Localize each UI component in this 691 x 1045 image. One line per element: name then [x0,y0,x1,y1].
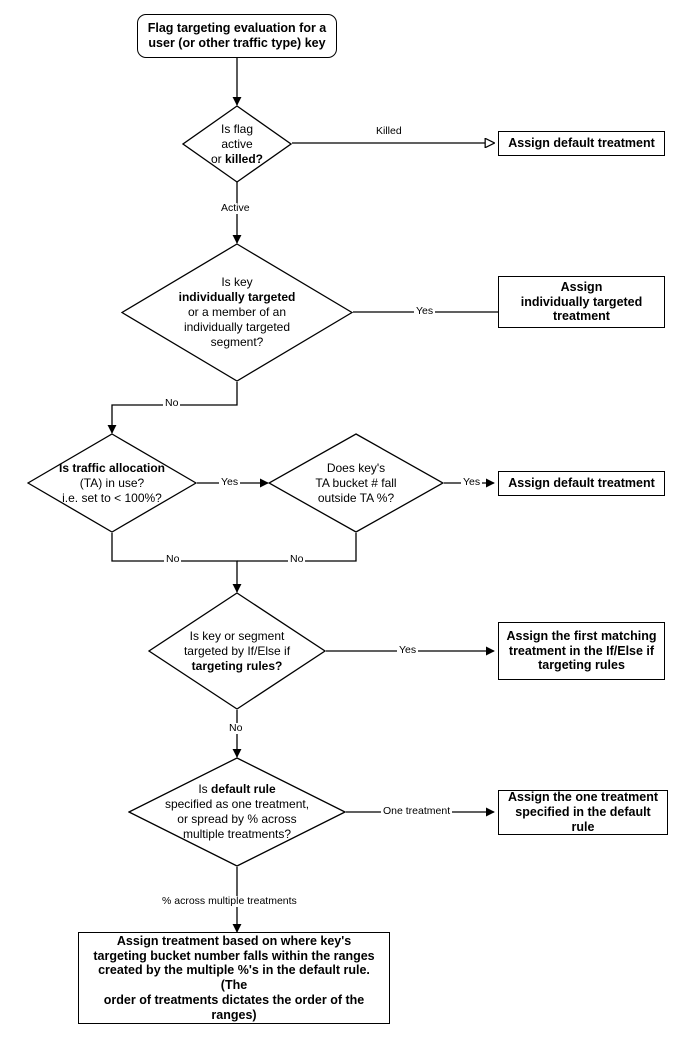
decision-label: Does key's TA bucket # fall outside TA %… [268,461,444,506]
edge-label-one-treatment: One treatment [381,805,453,817]
d3-line-2: (TA) in use? [79,475,145,490]
edge-label-yes-d4: Yes [461,476,483,488]
start-line-1: Flag targeting evaluation for a [147,21,327,36]
d5-line-1: Is key or segment [189,628,285,643]
p2-line-2: individually targeted [520,294,643,309]
process-assign-first-matching-treatment: Assign the first matching treatment in t… [498,622,665,680]
d2-line-1: Is key [221,275,253,289]
d1-line-1: Is flag [220,121,253,136]
d1-line-3: or killed? [188,152,286,167]
d4-line-1: Does key's [326,460,386,475]
process-assign-one-treatment-default-rule: Assign the one treatment specified in th… [498,790,668,835]
d2-line-2: individually targeted [178,290,296,304]
edge-label-yes-d5: Yes [397,644,419,656]
edge-label-no-d4: No [288,553,306,565]
d4-line-2: TA bucket # fall [315,475,397,490]
start-line-2: user (or other traffic type) key [148,36,326,50]
p6-line-3: created by the multiple %'s in the defau… [98,963,370,992]
d4-line-3: outside TA %? [317,490,395,505]
edge-label-no-d2: No [163,397,181,409]
decision-label: Is flag active or killed? [182,122,292,167]
decision-label: Is key or segment targeted by If/Else if… [148,629,326,674]
p4-line-3: targeting rules [538,658,625,673]
p6-line-1: Assign treatment based on where key's [116,933,352,948]
d2-line-4: individually targeted [183,320,291,334]
start-terminator: Flag targeting evaluation for a user (or… [137,14,337,58]
d6-line-2: specified as one treatment, [164,797,310,811]
decision-flag-active-or-killed: Is flag active or killed? [182,105,292,183]
edge-label-pct-across-multiple-treatments: % across multiple treatments [160,895,299,907]
p4-line-1: Assign the first matching [506,628,657,643]
diamond-shape [148,592,326,710]
decision-label: Is key individually targeted or a member… [121,275,353,350]
d1-line-3-prefix: or [210,151,225,166]
edge-label-yes-d3: Yes [219,476,241,488]
d3-line-1: Is traffic allocation [58,460,166,475]
d2-line-3: or a member of an [187,305,287,319]
d1-line-2: active [221,136,253,151]
edge-label-killed: Killed [374,125,404,137]
process-assign-individually-targeted-treatment: Assign individually targeted treatment [498,276,665,328]
edge-label-no-d5: No [227,722,245,734]
diamond-shape [182,105,292,183]
d5-line-2: targeted by If/Else if [183,643,291,658]
d6-line-3: or spread by % across [177,812,297,826]
p2-line-1: Assign [560,279,603,294]
p5-line-2: specified in the default rule [515,805,651,834]
d6-line-4: multiple treatments? [182,827,292,841]
decision-individually-targeted: Is key individually targeted or a member… [121,243,353,382]
diamond-shape [27,433,197,533]
d5-line-3: targeting rules? [191,658,283,673]
decision-label: Is traffic allocation (TA) in use? i.e. … [27,461,197,506]
p1-line-1: Assign default treatment [508,136,655,151]
decision-targeting-rules: Is key or segment targeted by If/Else if… [148,592,326,710]
p4-line-2: treatment in the If/Else if [508,643,655,658]
d6-line-1-bold: default rule [210,782,276,796]
process-assign-default-treatment-ta: Assign default treatment [498,471,665,496]
edge-label-yes-d2: Yes [414,305,436,317]
p6-line-4: order of treatments dictates the order o… [103,992,365,1022]
p3-line-1: Assign default treatment [508,476,655,491]
d1-line-3-bold: killed? [225,151,264,166]
decision-default-rule-spec: Is default rule specified as one treatme… [128,757,346,867]
decision-label: Is default rule specified as one treatme… [128,782,346,842]
p6-line-2: targeting bucket number falls within the… [93,948,375,963]
diamond-shape [268,433,444,533]
d2-line-5: segment? [210,335,264,349]
diamond-shape [128,757,346,867]
process-assign-treatment-by-bucket-ranges: Assign treatment based on where key's ta… [78,932,390,1024]
p5-line-1: Assign the one treatment [507,790,659,805]
d6-line-1-prefix: Is [198,782,211,796]
p2-line-3: treatment [553,309,610,324]
decision-traffic-allocation-in-use: Is traffic allocation (TA) in use? i.e. … [27,433,197,533]
decision-ta-bucket-outside-ta-pct: Does key's TA bucket # fall outside TA %… [268,433,444,533]
process-assign-default-treatment-killed: Assign default treatment [498,131,665,156]
d3-line-3: i.e. set to < 100%? [62,490,162,505]
edge-label-active: Active [219,202,252,214]
edge-label-no-d3: No [164,553,182,565]
d6-line-1: Is default rule [134,782,340,797]
diamond-shape [121,243,353,382]
